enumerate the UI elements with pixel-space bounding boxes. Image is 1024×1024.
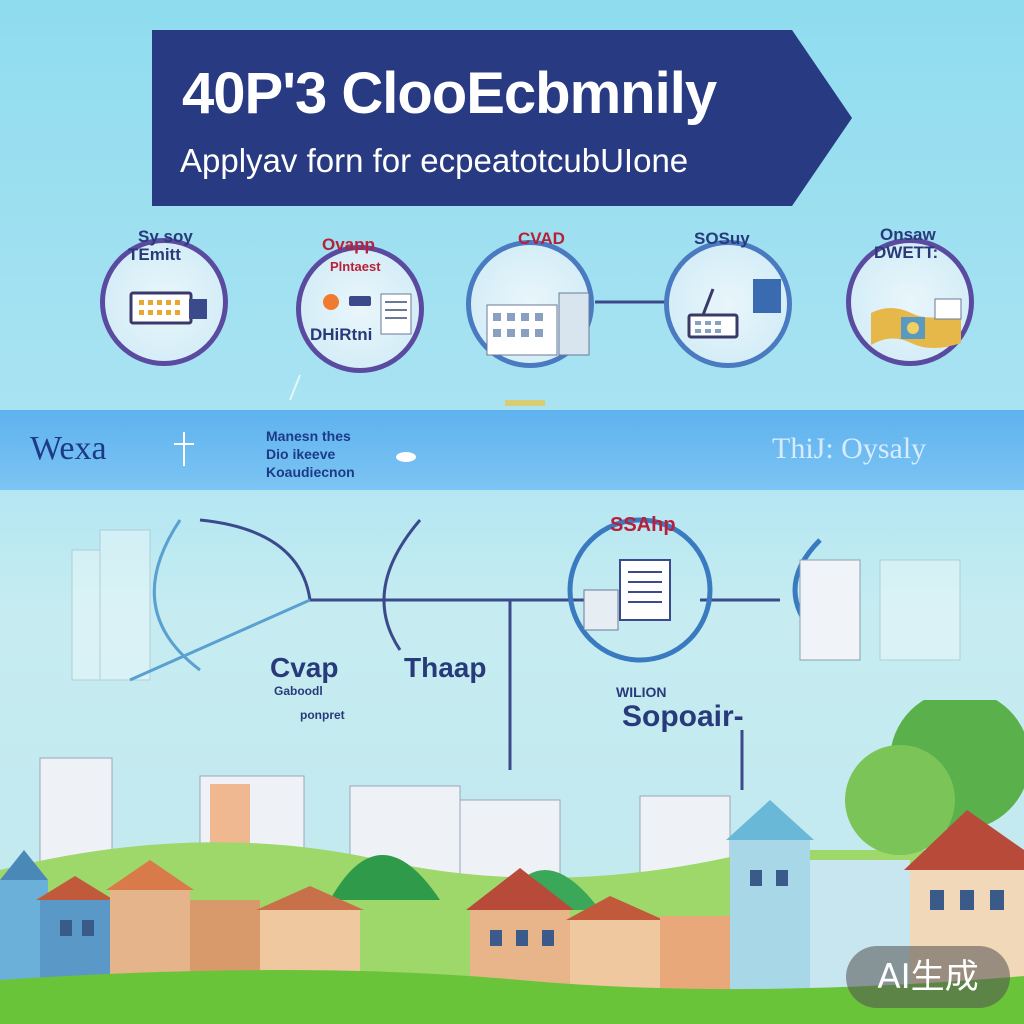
step-3-label-top: CVAD (518, 229, 565, 248)
ai-generated-badge: AI生成 (846, 946, 1010, 1008)
step-circle-1[interactable] (100, 238, 228, 366)
step-1-label-bottom: TEmitt (128, 245, 181, 264)
step-circle-5[interactable] (846, 238, 974, 366)
step-2-label-bottom: Plntaest (330, 259, 381, 274)
strip-right-text: ThiJ: Oysaly (772, 432, 927, 465)
step-5-label-bottom: DWETT: (874, 243, 939, 262)
keyboard-icon (129, 291, 207, 325)
badge-label: SSAhp (610, 514, 676, 536)
strip-mid-line1: Manesn thes (266, 428, 351, 444)
step-circle-4[interactable] (664, 240, 792, 368)
info-strip: Wexa Manesn thes Dio ikeeve Koaudiecnon … (0, 410, 1024, 490)
label-cvap-sub2: ponpret (300, 708, 345, 722)
steps-connector (289, 300, 668, 406)
page-subtitle: Applyav forn for ecpeatotcubUIone (180, 142, 689, 179)
strip-mid-line2: Dio ikeeve (266, 446, 336, 462)
label-thaap: Thaap (404, 652, 487, 683)
banner-shape (152, 30, 852, 206)
laptop-icon (687, 279, 781, 339)
label-cvap: Cvap (270, 652, 339, 683)
pin-icon (396, 452, 416, 462)
lower-diagram (71, 517, 961, 790)
building-icon (486, 292, 590, 356)
step-circle-2[interactable] (296, 245, 424, 373)
strip-mid-line3: Koaudiecnon (266, 464, 355, 480)
step-5-label-top: Onsaw (880, 225, 936, 244)
page-title: 40P'3 ClooEcbmnily (182, 61, 717, 126)
label-cvap-sub: Gaboodl (274, 684, 323, 698)
label-wilion: WILION (616, 684, 667, 700)
step-2-label-top: Ovapp (322, 235, 375, 254)
document-icon (323, 293, 412, 335)
strip-left-text: Wexa (30, 430, 107, 467)
step-circle-3[interactable] (466, 240, 594, 368)
label-sopoair: Sopoair- (622, 700, 744, 733)
city-scene (0, 700, 1024, 1024)
map-icon (871, 298, 962, 348)
title-banner: 40P'3 ClooEcbmnily Applyav forn for ecpe… (152, 30, 852, 206)
step-1-label-top: Sy soy (138, 227, 193, 246)
sparkle-icon (174, 432, 194, 466)
step-2-label-bottom2: DHiRtni (310, 325, 373, 344)
step-4-label-top: SOSuy (694, 229, 750, 248)
